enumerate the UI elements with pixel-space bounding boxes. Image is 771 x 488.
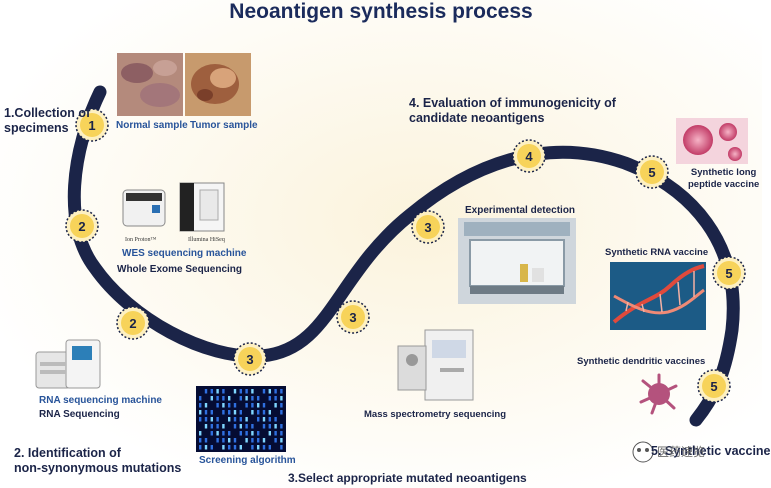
step-marker-m2a: 2 bbox=[65, 209, 99, 243]
experimental-label: Experimental detection bbox=[465, 205, 576, 216]
stage-4-heading: 4. Evaluation of immunogenicity of candi… bbox=[409, 96, 616, 125]
dendritic-label: Synthetic dendritic vaccines bbox=[577, 356, 706, 367]
step-marker-number: 5 bbox=[710, 379, 717, 394]
step-marker-number: 1 bbox=[88, 118, 95, 133]
normal-sample-label: Normal sample bbox=[116, 120, 188, 131]
watermark-logo bbox=[632, 441, 654, 463]
normal-sample-photo bbox=[117, 53, 183, 116]
mass-spectrometer-icon bbox=[397, 329, 474, 401]
experimental-detection-photo bbox=[458, 218, 576, 304]
long-peptide-vaccine-image bbox=[676, 118, 748, 164]
rna-machine-label: RNA sequencing machine bbox=[39, 395, 162, 406]
screening-label: Screening algorithm bbox=[199, 455, 296, 466]
step-marker-m3a: 3 bbox=[233, 342, 267, 376]
page-title: Neoantigen synthesis process bbox=[229, 0, 533, 23]
stage-3-heading: 3.Select appropriate mutated neoantigens bbox=[288, 471, 527, 485]
illumina-label: Illumina HiSeq bbox=[188, 237, 225, 243]
step-marker-number: 4 bbox=[525, 149, 533, 164]
step-marker-m1: 1 bbox=[75, 108, 109, 142]
step-marker-number: 3 bbox=[349, 310, 356, 325]
dendritic-cell-icon bbox=[639, 373, 678, 415]
step-marker-number: 3 bbox=[246, 352, 253, 367]
illumina-hiseq-machine-icon bbox=[179, 182, 225, 232]
step-marker-number: 5 bbox=[725, 266, 732, 281]
step-marker-number: 2 bbox=[78, 219, 85, 234]
step-marker-m2b: 2 bbox=[116, 306, 150, 340]
step-marker-m3b: 3 bbox=[336, 300, 370, 334]
step-marker-m4: 4 bbox=[512, 139, 546, 173]
rna-vaccine-label: Synthetic RNA vaccine bbox=[605, 247, 709, 258]
screening-algorithm-image bbox=[196, 386, 286, 452]
mass-spec-label: Mass spectrometry sequencing bbox=[364, 409, 507, 420]
watermark-text: 医药速览 bbox=[657, 445, 706, 459]
ion-proton-label: Ion Proton™ bbox=[125, 237, 157, 243]
step-marker-m3c: 3 bbox=[411, 210, 445, 244]
step-marker-m5b: 5 bbox=[712, 256, 746, 290]
step-marker-m5c: 5 bbox=[697, 369, 731, 403]
rna-seq-label: RNA Sequencing bbox=[39, 409, 120, 420]
rna-vaccine-image bbox=[610, 262, 706, 330]
long-peptide-label: Synthetic long peptide vaccine bbox=[688, 167, 760, 190]
wes-label: Whole Exome Sequencing bbox=[117, 264, 243, 275]
stage-1-heading: 1.Collection of specimens bbox=[4, 106, 91, 135]
stage-2-heading: 2. Identification of non-synonymous muta… bbox=[14, 446, 182, 475]
wes-machine-label: WES sequencing machine bbox=[122, 248, 247, 259]
tumor-sample-photo bbox=[185, 53, 251, 116]
ion-proton-machine-icon bbox=[122, 189, 166, 227]
stage-5-heading: 5. Synthetic vaccine bbox=[651, 444, 771, 458]
step-marker-number: 3 bbox=[424, 220, 431, 235]
step-marker-number: 2 bbox=[129, 316, 136, 331]
step-marker-number: 5 bbox=[648, 165, 655, 180]
step-marker-m5a: 5 bbox=[635, 155, 669, 189]
tumor-sample-label: Tumor sample bbox=[190, 120, 258, 131]
rna-sequencing-machine-icon bbox=[35, 339, 101, 389]
